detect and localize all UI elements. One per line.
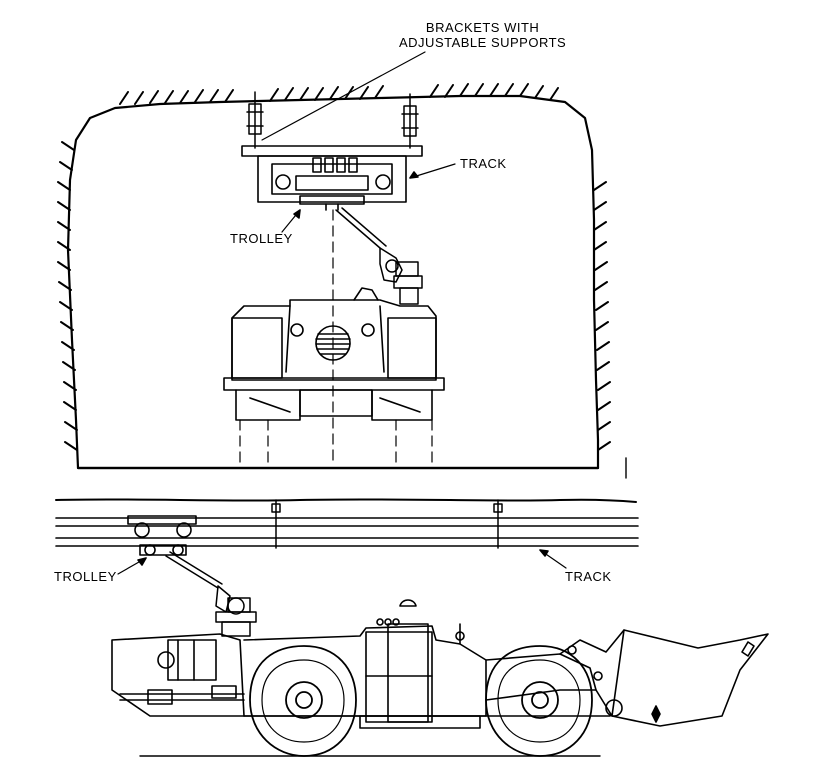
- trolley-arm-side: [165, 551, 257, 637]
- tunnel-end-view: [57, 51, 611, 470]
- trolley-arm-top: [335, 207, 423, 305]
- track-assembly: [241, 145, 423, 211]
- label-brackets-line1: BRACKETS WITH: [425, 20, 540, 35]
- label-track-bottom: TRACK: [565, 569, 612, 584]
- wheel-rear: [249, 645, 357, 757]
- rock-hatching-top: [119, 83, 559, 105]
- label-brackets-with-adjustable-supports: BRACKETS WITH ADJUSTABLE SUPPORTS: [399, 20, 566, 50]
- rock-hatching-right: [593, 181, 611, 451]
- tunnel-outline: [66, 94, 600, 470]
- label-trolley-top: TROLLEY: [230, 231, 293, 246]
- label-brackets-line2: ADJUSTABLE SUPPORTS: [399, 35, 567, 50]
- bracket-right: [401, 93, 419, 149]
- vehicle-front-view: [223, 287, 445, 421]
- label-track-top: TRACK: [460, 156, 507, 171]
- vehicle-side: [111, 599, 769, 729]
- track-hangers: [271, 499, 503, 549]
- label-trolley-bottom: TROLLEY: [54, 569, 117, 584]
- roof-line: [55, 498, 637, 503]
- track-rails: [55, 517, 639, 547]
- rock-hatching-left: [57, 141, 78, 451]
- trolley-side: [127, 515, 197, 556]
- side-view: [55, 498, 769, 757]
- wheel-front: [485, 645, 593, 757]
- wheel-outlines-dashed: [239, 209, 433, 467]
- bracket-leader: [261, 51, 426, 141]
- bracket-left: [246, 91, 264, 149]
